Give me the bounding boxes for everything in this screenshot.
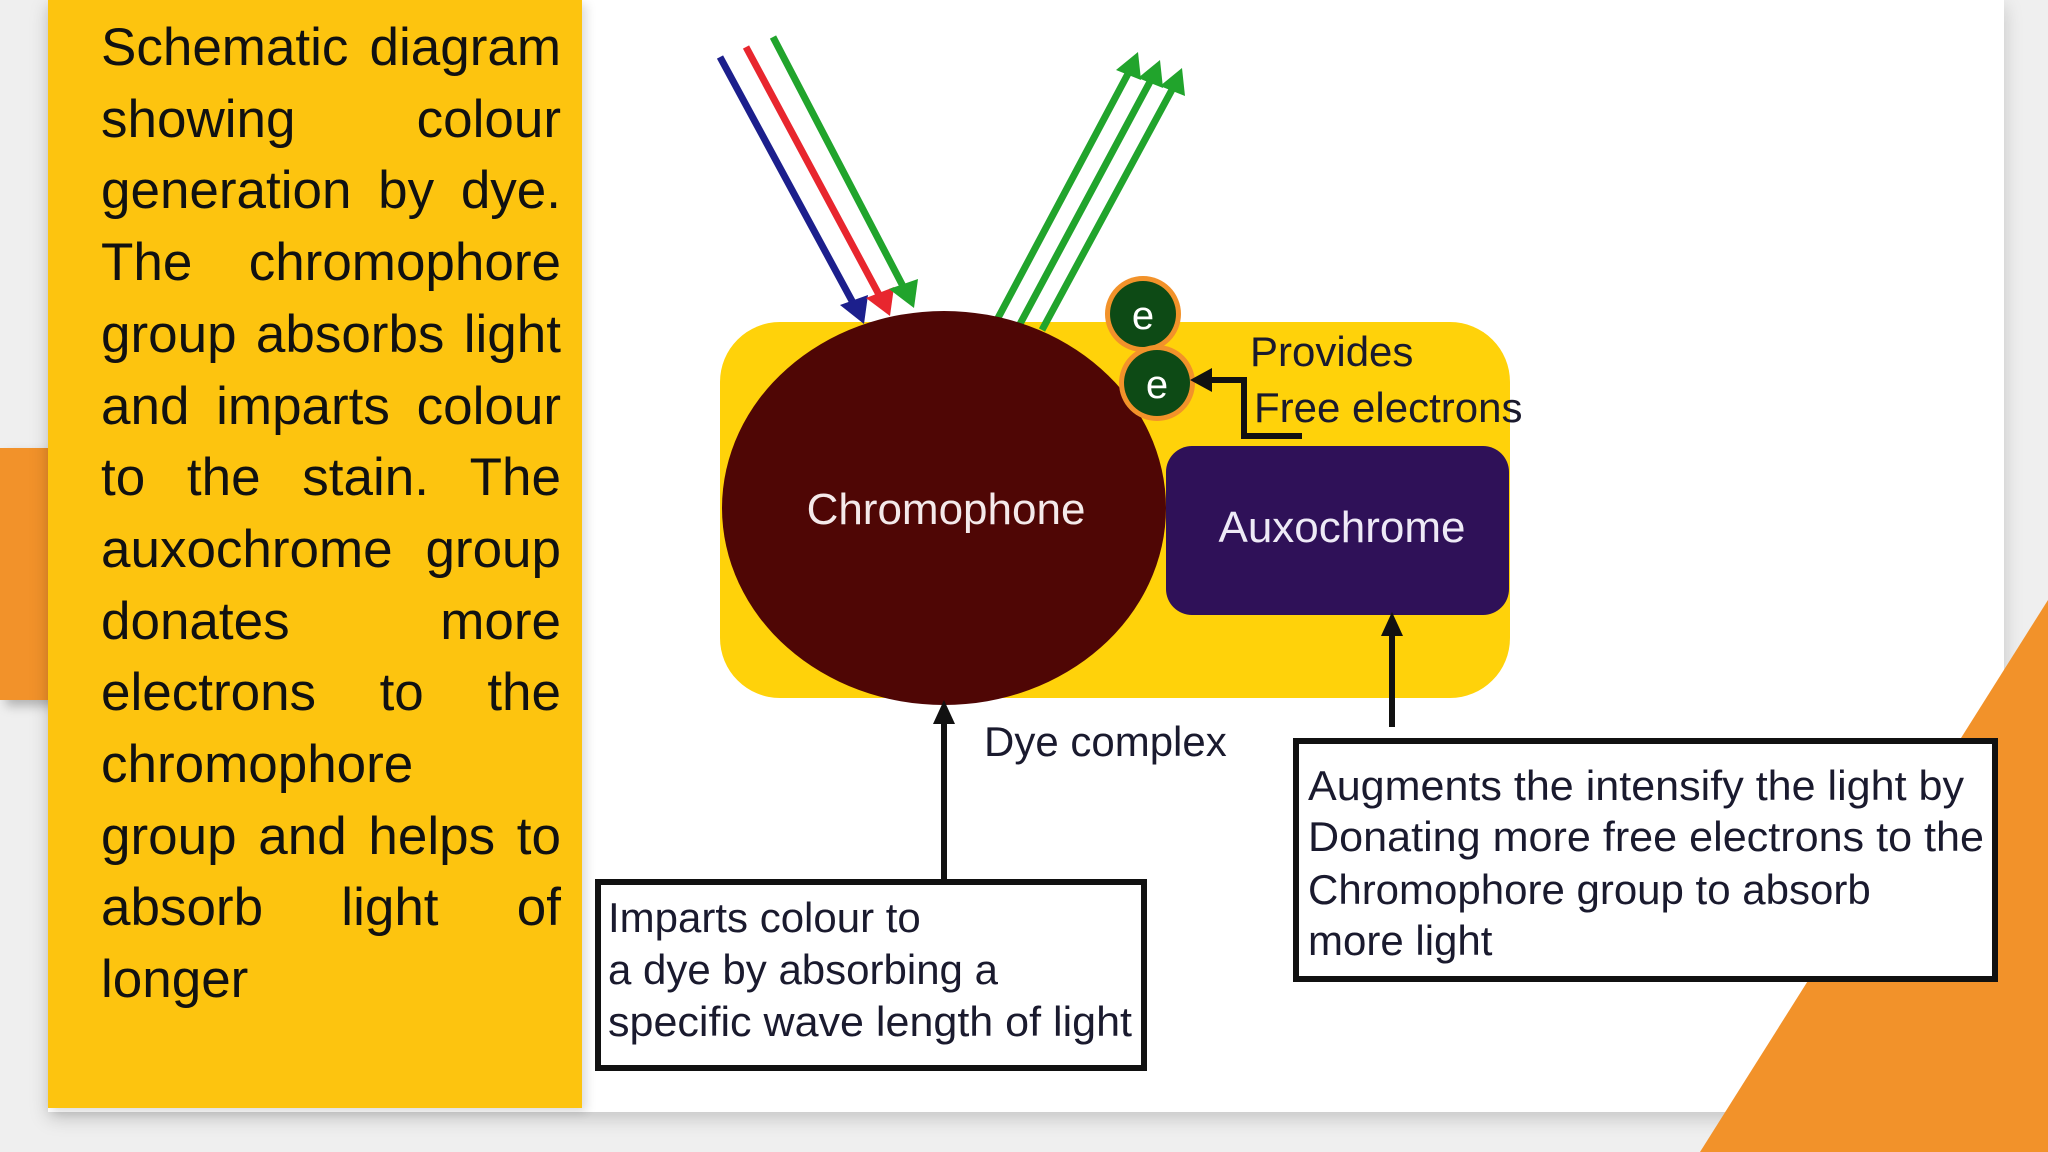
auxochrome-description-line2: Donating more free electrons to the bbox=[1308, 813, 1984, 860]
green-ray-arrowhead bbox=[889, 279, 918, 308]
provides-pointer-arrowhead bbox=[1190, 368, 1212, 392]
auxochrome-description-line4: more light bbox=[1308, 917, 1493, 964]
auxochrome-label: Auxochrome bbox=[1218, 503, 1465, 552]
provides-label-line2: Free electrons bbox=[1254, 384, 1522, 431]
electron-top-circle bbox=[1110, 281, 1176, 347]
electron-top: e bbox=[1105, 276, 1181, 352]
chromophore-pointer-arrowhead bbox=[933, 700, 955, 724]
chromophore-circle bbox=[722, 311, 1166, 705]
chromophore-label: Chromophone bbox=[807, 485, 1086, 534]
electron-bottom-symbol: e bbox=[1146, 363, 1168, 407]
reflected-ray-3 bbox=[1038, 84, 1178, 332]
chromophore-description-line1: Imparts colour to bbox=[608, 894, 921, 941]
auxochrome-description-line1: Augments the intensify the light by bbox=[1308, 762, 1964, 809]
dye-diagram: Chromophone Auxochrome e e Provides Free… bbox=[595, 35, 1998, 1071]
electron-top-symbol: e bbox=[1132, 294, 1154, 338]
reflected-ray-1 bbox=[994, 68, 1134, 320]
reflected-ray-2-arrowhead bbox=[1138, 60, 1163, 88]
text-panel bbox=[48, 0, 582, 1108]
auxochrome-description-line3: Chromophore group to absorb bbox=[1308, 866, 1871, 913]
reflected-ray-2 bbox=[1016, 76, 1156, 326]
incoming-blue-ray bbox=[716, 55, 862, 314]
electron-bottom-circle bbox=[1124, 350, 1190, 416]
blue-ray-arrowhead bbox=[840, 295, 868, 324]
dye-complex-label: Dye complex bbox=[984, 718, 1227, 765]
electron-bottom: e bbox=[1119, 345, 1195, 421]
incoming-red-ray bbox=[742, 45, 888, 306]
incoming-green-ray bbox=[769, 35, 910, 294]
red-ray-arrowhead bbox=[866, 287, 894, 316]
auxochrome-box bbox=[1166, 446, 1509, 615]
reflected-ray-1-arrowhead bbox=[1116, 52, 1141, 80]
provides-pointer-line bbox=[1205, 377, 1302, 439]
incoming-light-rays bbox=[716, 35, 918, 324]
auxochrome-description-box bbox=[1293, 738, 1998, 982]
provides-label-line1: Provides bbox=[1250, 328, 1413, 375]
chromophore-description-line2: a dye by absorbing a bbox=[608, 946, 999, 993]
auxochrome-pointer-arrowhead bbox=[1381, 612, 1403, 636]
chromophore-description-box bbox=[595, 879, 1147, 1071]
chromophore-description-line3: specific wave length of light bbox=[608, 998, 1132, 1045]
reflected-ray-3-arrowhead bbox=[1160, 68, 1185, 96]
reflected-green-rays bbox=[994, 52, 1185, 332]
description-text: Schematic diagram showing colour generat… bbox=[101, 18, 561, 1010]
